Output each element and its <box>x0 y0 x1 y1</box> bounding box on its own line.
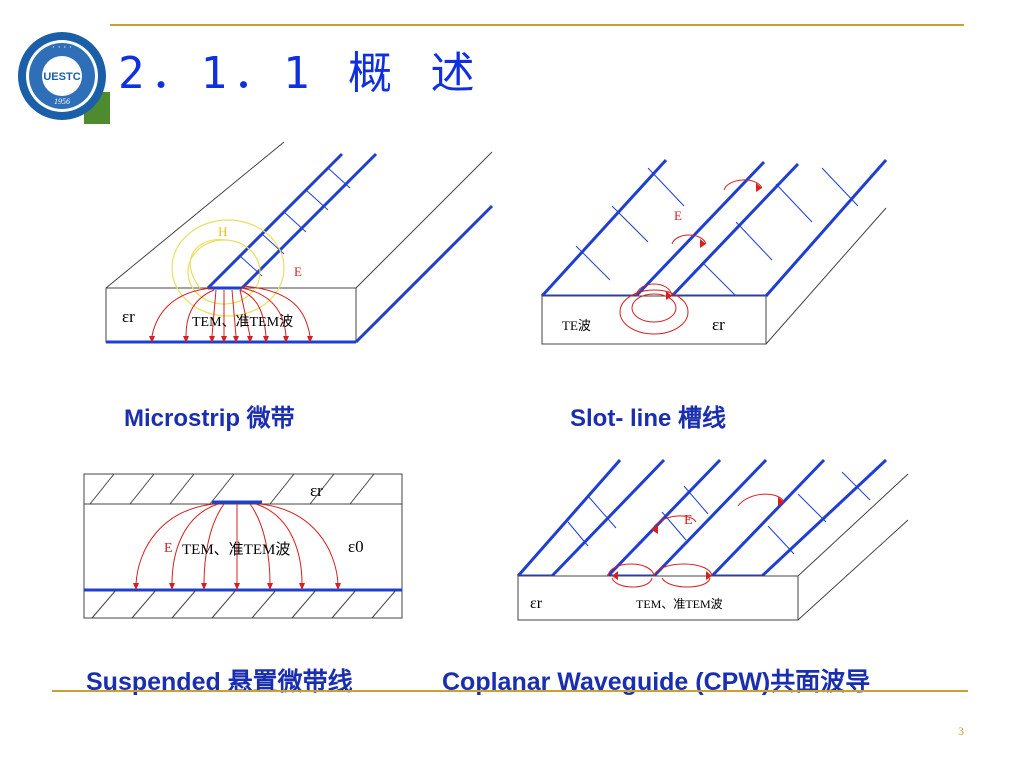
slotline-diagram: E TE波 εr <box>540 158 888 345</box>
slotline-label-er: εr <box>712 315 725 334</box>
cpw-diagram: E εr TEM、准TEM波 <box>516 458 909 621</box>
cpw-label-mode: TEM、准TEM波 <box>636 597 723 611</box>
microstrip-label-h: H <box>218 224 227 239</box>
suspended-label-mode: TEM、准TEM波 <box>182 541 290 558</box>
logo-text: UESTC <box>43 71 80 83</box>
suspended-diagram: εr E TEM、准TEM波 ε0 <box>83 473 403 619</box>
microstrip-label-mode: TEM、准TEM波 <box>192 314 293 330</box>
page-number: 3 <box>958 724 964 738</box>
logo-year: 1956 <box>54 97 70 106</box>
microstrip-diagram: H E εr TEM、准TEM波 <box>105 141 494 344</box>
suspended-label-e: E <box>164 541 173 556</box>
cpw-label-e: E <box>684 513 693 528</box>
cpw-label-er: εr <box>530 595 543 612</box>
cpw-caption: Coplanar Waveguide (CPW)共面波导 <box>442 668 871 696</box>
top-rule <box>110 24 964 26</box>
slotline-label-e: E <box>674 208 682 223</box>
microstrip-label-e: E <box>294 264 302 279</box>
university-logo: UESTC 1956 · · · · <box>18 32 106 120</box>
bottom-rule <box>52 690 968 692</box>
logo-seal-glyphs: · · · · <box>52 43 72 53</box>
slotline-caption: Slot- line 槽线 <box>570 405 726 432</box>
slide-title: 2．1．1 概 述 <box>118 48 481 99</box>
suspended-caption: Suspended 悬置微带线 <box>86 668 353 696</box>
microstrip-label-er: εr <box>122 307 135 326</box>
slotline-label-mode: TE波 <box>562 318 591 333</box>
microstrip-caption: Microstrip 微带 <box>124 405 295 432</box>
suspended-label-e0: ε0 <box>348 537 364 556</box>
suspended-label-er: εr <box>310 481 323 500</box>
